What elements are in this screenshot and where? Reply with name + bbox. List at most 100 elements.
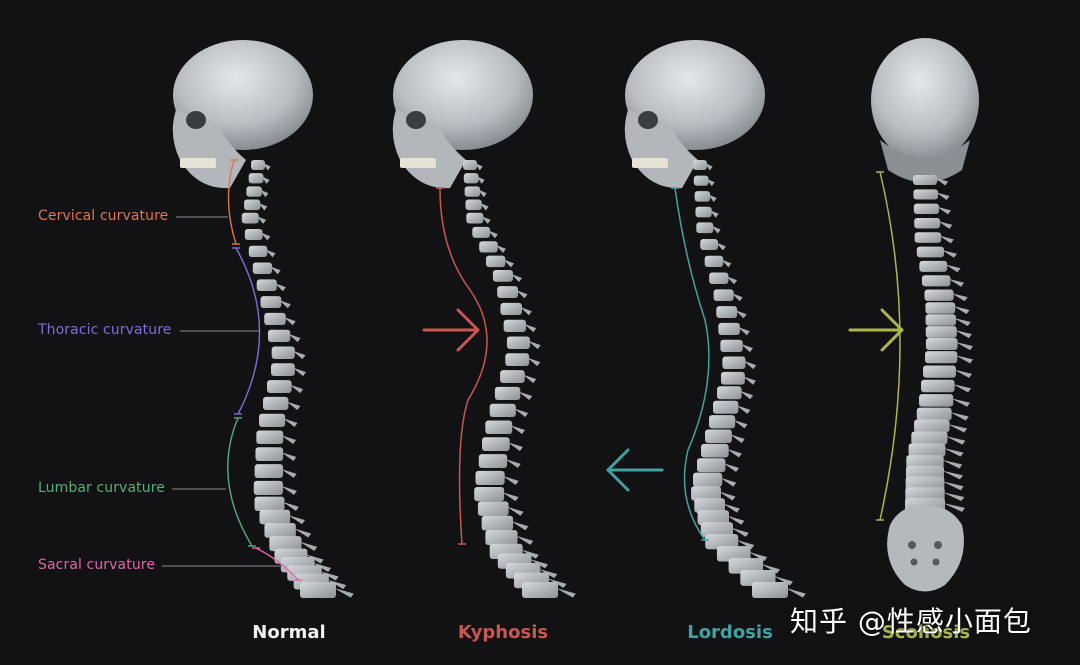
vertebra (505, 353, 530, 366)
vertebra-process (305, 554, 324, 564)
vertebra-process (319, 571, 339, 581)
vertebra-process (495, 244, 506, 253)
vertebra-process (292, 367, 306, 377)
vertebra (720, 339, 743, 352)
vertebra (693, 472, 723, 487)
vertebra-process (786, 588, 806, 598)
scoliosis-pelvis (887, 505, 964, 592)
vertebra-process (312, 562, 332, 573)
vertebra (697, 510, 729, 525)
scoliosis-skull (871, 38, 979, 183)
vertebra-process (711, 225, 721, 234)
vertebra (264, 522, 296, 538)
vertebra (271, 363, 295, 376)
vertebra (492, 270, 513, 282)
vertebra-process (516, 290, 528, 299)
vertebra (925, 314, 956, 326)
lordosis-spine-figure (624, 40, 806, 598)
vertebra-process (954, 330, 972, 339)
vertebra (463, 173, 479, 184)
vertebra-process (952, 384, 972, 393)
vertebra-process (261, 176, 270, 184)
vertebra (478, 454, 508, 468)
vertebra (700, 238, 719, 250)
cervical-label: Cervical curvature (38, 208, 169, 224)
scoliosis-spine-figure (871, 38, 979, 592)
vertebra (906, 455, 944, 469)
kyphosis-guide (436, 187, 488, 545)
vertebra-process (502, 475, 519, 485)
vertebra (466, 212, 484, 224)
vertebra (701, 443, 729, 458)
vertebra-process (947, 424, 968, 433)
vertebra (705, 534, 739, 550)
lordosis-skull (624, 40, 765, 189)
vertebra-process (726, 448, 742, 458)
vertebra-process (748, 551, 768, 562)
vertebra (923, 365, 956, 378)
vertebra-process (948, 278, 965, 287)
vertebra (925, 302, 956, 314)
vertebra-process (736, 539, 755, 550)
vertebra-process (510, 425, 525, 434)
vertebra (254, 496, 285, 511)
normal-vertebrae (241, 160, 354, 598)
vertebra-process (733, 419, 748, 429)
vertebra (482, 437, 510, 451)
vertebra (486, 255, 506, 268)
vertebra-process (951, 398, 971, 407)
vertebra (506, 336, 530, 349)
vertebra (463, 160, 477, 170)
vertebra-process (737, 326, 750, 336)
vertebra-process (736, 405, 751, 414)
normal-curvature-guides (162, 159, 302, 581)
vertebra (713, 289, 734, 301)
vertebra-process (288, 333, 301, 343)
vertebra-process (731, 293, 743, 302)
vertebra-process (726, 276, 738, 285)
vertebra-process (510, 273, 523, 282)
vertebra-process (735, 310, 747, 319)
vertebra (246, 186, 262, 197)
thoracic-label: Thoracic curvature (38, 322, 172, 338)
vertebra (500, 370, 525, 383)
vertebra-process (513, 408, 529, 418)
vertebra-process (299, 541, 318, 551)
vertebra (716, 306, 738, 318)
vertebra-process (527, 357, 541, 367)
vertebra-process (481, 216, 491, 224)
lumbar-label: Lumbar curvature (38, 480, 165, 496)
vertebra-process (935, 178, 949, 186)
vertebra-process (937, 206, 951, 215)
vertebra (475, 470, 505, 485)
vertebra-process (727, 515, 745, 525)
lordosis-vertebrae (691, 160, 806, 598)
vertebra (721, 371, 745, 385)
watermark-text: 知乎 @性感小面包 (790, 605, 1032, 638)
vertebra (705, 429, 732, 443)
vertebra-process (938, 221, 953, 229)
vertebra (477, 501, 509, 516)
vertebra (919, 260, 948, 272)
vertebra (252, 262, 273, 274)
vertebra (503, 319, 526, 332)
vertebra-process (263, 163, 271, 171)
vertebra-process (705, 163, 713, 171)
vertebra (256, 279, 277, 291)
vertebra-process (942, 492, 965, 502)
vertebra (704, 255, 724, 267)
vertebra-process (524, 323, 537, 333)
vertebra-process (716, 242, 726, 251)
vertebra (464, 186, 481, 197)
vertebra (474, 486, 505, 502)
vertebra (253, 480, 283, 495)
vertebra-process (949, 412, 969, 421)
vertebra (694, 498, 725, 513)
scoliosis-vertebrae (905, 175, 974, 512)
vertebra (916, 407, 952, 421)
vertebra-process (265, 249, 276, 258)
vertebra (269, 536, 302, 552)
vertebra-process (943, 503, 965, 512)
vertebra-process (282, 501, 299, 511)
vertebra-process (709, 210, 719, 218)
